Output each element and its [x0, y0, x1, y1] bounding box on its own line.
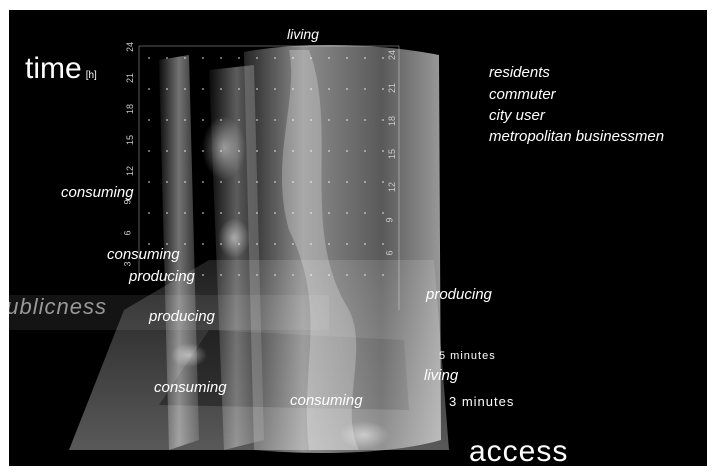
label-living-top: living [287, 26, 319, 42]
time-tick-left-6: 6 [123, 230, 133, 235]
grid-dot [148, 181, 150, 183]
grid-dot [220, 57, 222, 59]
grid-dot [148, 57, 150, 59]
volume-blob-3 [171, 343, 207, 367]
grid-dot [148, 88, 150, 90]
grid-dot [202, 212, 204, 214]
legend-item-commuter: commuter [489, 86, 556, 103]
legend-item-residents: residents [489, 64, 550, 81]
volume-blob-1 [202, 116, 246, 180]
time-tick-right-21: 21 [387, 83, 397, 93]
time-tick-right-24: 24 [387, 50, 397, 60]
label-producing-right: producing [426, 286, 492, 303]
volume-blob-4 [339, 421, 389, 449]
time-tick-right-6: 6 [385, 250, 395, 255]
time-tick-right-15: 15 [387, 149, 397, 159]
grid-dot [202, 243, 204, 245]
legend-item-metropolitan-businessmen: metropolitan businessmen [489, 128, 664, 145]
volume-blob-2 [218, 218, 250, 258]
label-consuming-2: consuming [107, 246, 180, 263]
access-band-3-minutes: 3 minutes [449, 394, 514, 409]
time-axis-unit: [h] [86, 70, 97, 81]
grid-dot [202, 274, 204, 276]
grid-dot [148, 212, 150, 214]
grid-dot [148, 119, 150, 121]
label-living-right: living [424, 367, 458, 384]
grid-dot [148, 150, 150, 152]
grid-dot [202, 57, 204, 59]
grid-dot [238, 57, 240, 59]
time-tick-left-18: 18 [125, 104, 135, 114]
time-tick-right-18: 18 [387, 116, 397, 126]
access-band-5-minutes: 5 minutes [439, 350, 496, 362]
time-tick-right-12: 12 [387, 182, 397, 192]
label-consuming-1: consuming [61, 184, 134, 201]
legend-item-city-user: city user [489, 107, 545, 124]
time-axis-title: time [25, 52, 82, 85]
time-tick-left-24: 24 [125, 42, 135, 52]
time-tick-left-21: 21 [125, 73, 135, 83]
grid-dot [202, 88, 204, 90]
publicness-axis-label: publicness [9, 294, 107, 320]
grid-dot [202, 119, 204, 121]
label-producing-2: producing [149, 308, 215, 325]
time-tick-right-9: 9 [385, 217, 395, 222]
time-tick-left-15: 15 [125, 135, 135, 145]
grid-dot [148, 243, 150, 245]
diagram-canvas: time [h] access publicness 24 21 18 15 12 9 6 3 … [9, 10, 707, 466]
grid-dot [202, 181, 204, 183]
time-axis-label: time [h] [25, 52, 97, 86]
access-axis-label: access [469, 435, 568, 466]
label-producing-1: producing [129, 268, 195, 285]
label-consuming-bottom-left: consuming [154, 379, 227, 396]
time-tick-left-12: 12 [125, 166, 135, 176]
label-consuming-bottom-center: consuming [290, 392, 363, 409]
